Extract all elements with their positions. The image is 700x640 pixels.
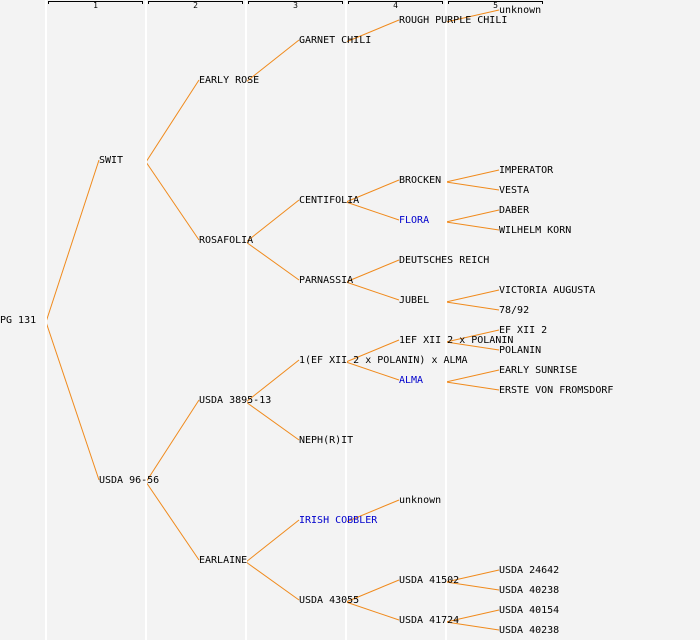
pedigree-node[interactable]: POLANIN — [499, 345, 542, 356]
pedigree-node[interactable]: BROCKEN — [399, 175, 442, 186]
pedigree-edge — [445, 369, 500, 383]
pedigree-node[interactable]: USDA 40238 — [499, 625, 560, 636]
pedigree-edge — [145, 161, 200, 241]
pedigree-edge — [345, 601, 400, 621]
pedigree-node[interactable]: USDA 96-56 — [99, 475, 160, 486]
pedigree-edge — [345, 499, 400, 523]
pedigree-node[interactable]: DEUTSCHES REICH — [399, 255, 490, 266]
pedigree-node[interactable]: USDA 40154 — [499, 605, 560, 616]
pedigree-edge — [245, 359, 300, 403]
pedigree-node[interactable]: NEPH(R)IT — [299, 435, 354, 446]
pedigree-edge — [445, 9, 500, 23]
generation-label: 1 — [93, 1, 98, 10]
pedigree-node[interactable]: ROSAFOLIA — [199, 235, 254, 246]
pedigree-node[interactable]: DABER — [499, 205, 530, 216]
pedigree-node[interactable]: ERSTE VON FROMSDORF — [499, 385, 614, 396]
pedigree-edge — [245, 401, 300, 441]
pedigree-edge — [445, 609, 500, 623]
pedigree-edge — [245, 241, 300, 281]
pedigree-edge — [345, 361, 400, 381]
pedigree-node[interactable]: USDA 41724 — [399, 615, 460, 626]
pedigree-node[interactable]: USDA 41502 — [399, 575, 460, 586]
pedigree-edge — [445, 581, 500, 591]
pedigree-edge — [445, 289, 500, 303]
pedigree-node[interactable]: SWIT — [99, 155, 124, 166]
generation-label: 2 — [193, 1, 198, 10]
pedigree-edge — [445, 621, 500, 631]
pedigree-edge — [445, 569, 500, 583]
pedigree-edge — [345, 201, 400, 221]
column-separator — [445, 0, 447, 640]
pedigree-edge — [445, 209, 500, 223]
pedigree-node[interactable]: USDA 24642 — [499, 565, 560, 576]
pedigree-edge — [45, 321, 100, 481]
pedigree-node[interactable]: ROUGH PURPLE CHILI — [399, 15, 508, 26]
pedigree-node[interactable]: ALMA — [399, 375, 424, 386]
generation-bracket — [148, 1, 243, 4]
generation-label: 3 — [293, 1, 298, 10]
pedigree-node[interactable]: 1(EF XII 2 x POLANIN) x ALMA — [299, 355, 468, 366]
pedigree-edge — [345, 179, 400, 203]
pedigree-edge — [345, 579, 400, 603]
pedigree-edge — [45, 159, 100, 323]
pedigree-node[interactable]: unknown — [399, 495, 442, 506]
pedigree-edge — [345, 281, 400, 301]
pedigree-node[interactable]: FLORA — [399, 215, 430, 226]
pedigree-node[interactable]: JUBEL — [399, 295, 430, 306]
generation-bracket — [448, 1, 543, 4]
pedigree-node[interactable]: EARLY ROSE — [199, 75, 260, 86]
pedigree-node[interactable]: USDA 40238 — [499, 585, 560, 596]
column-separator — [45, 0, 47, 640]
pedigree-edge — [345, 19, 400, 43]
pedigree-edge — [445, 181, 500, 191]
generation-label: 5 — [493, 1, 498, 10]
pedigree-node[interactable]: unknown — [499, 5, 542, 16]
generation-bracket — [48, 1, 143, 4]
column-separator — [145, 0, 147, 640]
pedigree-edge — [145, 79, 200, 163]
pedigree-edge — [345, 339, 400, 363]
pedigree-node[interactable]: 78/92 — [499, 305, 530, 316]
pedigree-edge — [445, 329, 500, 343]
pedigree-edge — [445, 301, 500, 311]
pedigree-edge — [145, 481, 200, 561]
pedigree-node[interactable]: EARLY SUNRISE — [499, 365, 578, 376]
pedigree-edge — [345, 259, 400, 283]
root-variety[interactable]: PG 131 — [0, 315, 37, 326]
generation-label: 4 — [393, 1, 398, 10]
pedigree-node[interactable]: USDA 3895-13 — [199, 395, 272, 406]
column-separator — [245, 0, 247, 640]
pedigree-node[interactable]: 1EF XII 2 x POLANIN — [399, 335, 514, 346]
pedigree-node[interactable]: GARNET CHILI — [299, 35, 372, 46]
pedigree-edge — [245, 561, 300, 601]
pedigree-edge — [145, 399, 200, 483]
generation-bracket — [248, 1, 343, 4]
pedigree-node[interactable]: IMPERATOR — [499, 165, 554, 176]
pedigree-node[interactable]: EF XII 2 — [499, 325, 548, 336]
pedigree-node[interactable]: CENTIFOLIA — [299, 195, 360, 206]
pedigree-node[interactable]: VICTORIA AUGUSTA — [499, 285, 596, 296]
pedigree-edge — [445, 221, 500, 231]
pedigree-edge — [245, 199, 300, 243]
pedigree-edge — [245, 519, 300, 563]
pedigree-edge — [445, 381, 500, 391]
pedigree-node[interactable]: VESTA — [499, 185, 530, 196]
pedigree-node[interactable]: EARLAINE — [199, 555, 248, 566]
pedigree-node[interactable]: IRISH COBBLER — [299, 515, 378, 526]
pedigree-edge — [445, 169, 500, 183]
column-separator — [345, 0, 347, 640]
pedigree-node[interactable]: USDA 43055 — [299, 595, 360, 606]
pedigree-node[interactable]: WILHELM KORN — [499, 225, 572, 236]
pedigree-edge — [245, 39, 300, 83]
pedigree-edge — [445, 341, 500, 351]
pedigree-node[interactable]: PARNASSIA — [299, 275, 354, 286]
generation-bracket — [348, 1, 443, 4]
